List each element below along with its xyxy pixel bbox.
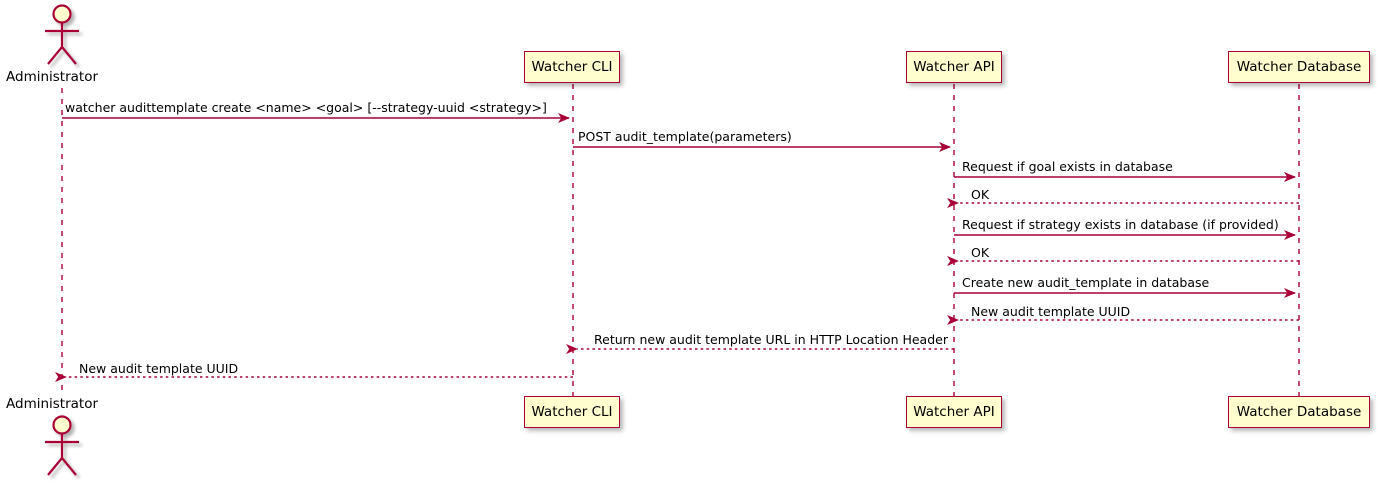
participant-label-watcher-cli-bottom: Watcher CLI [531, 404, 613, 420]
participant-box-watcher-cli-top[interactable]: Watcher CLI [524, 51, 620, 83]
message-label-3-text: Request if goal exists in database [962, 159, 1173, 174]
participant-box-watcher-api-bottom[interactable]: Watcher API [906, 396, 1002, 428]
actor-label-administrator-bottom-text: Administrator [6, 396, 99, 412]
participant-label-watcher-cli-top: Watcher CLI [531, 59, 613, 75]
participant-box-watcher-database-top[interactable]: Watcher Database [1228, 51, 1370, 83]
message-label-3: Request if goal exists in database [962, 159, 1173, 174]
message-label-8: New audit template UUID [971, 304, 1131, 319]
message-label-10-text: New audit template UUID [79, 361, 239, 376]
message-label-6-text: OK [971, 245, 990, 260]
message-label-9: Return new audit template URL in HTTP Lo… [594, 332, 948, 347]
participant-label-watcher-api-bottom: Watcher API [913, 404, 995, 420]
participant-label-watcher-api-top: Watcher API [913, 59, 995, 75]
message-label-1-text: watcher audittemplate create <name> <goa… [65, 100, 547, 115]
message-label-2: POST audit_template(parameters) [578, 129, 792, 144]
participant-box-watcher-cli-bottom[interactable]: Watcher CLI [524, 396, 620, 428]
message-label-9-text: Return new audit template URL in HTTP Lo… [594, 332, 948, 347]
participant-label-watcher-database-bottom: Watcher Database [1236, 404, 1362, 420]
message-label-4: OK [971, 187, 990, 202]
message-label-7-text: Create new audit_template in database [962, 275, 1210, 290]
actor-label-administrator-bottom: Administrator [6, 396, 98, 412]
participant-box-watcher-database-bottom[interactable]: Watcher Database [1228, 396, 1370, 428]
message-label-10: New audit template UUID [79, 361, 239, 376]
actor-administrator-top [45, 4, 79, 65]
participant-label-watcher-database-top: Watcher Database [1236, 59, 1362, 75]
message-label-6: OK [971, 245, 990, 260]
message-label-8-text: New audit template UUID [971, 304, 1131, 319]
message-label-7: Create new audit_template in database [962, 275, 1210, 290]
message-label-1: watcher audittemplate create <name> <goa… [65, 100, 547, 115]
actor-label-administrator-top-text: Administrator [6, 69, 99, 85]
message-arrows [55, 113, 1299, 382]
actor-label-administrator-top: Administrator [6, 69, 98, 85]
actor-administrator-bottom [45, 415, 79, 476]
message-label-5-text: Request if strategy exists in database (… [962, 217, 1279, 232]
participant-box-watcher-api-top[interactable]: Watcher API [906, 51, 1002, 83]
message-label-2-text: POST audit_template(parameters) [578, 129, 792, 144]
message-label-5: Request if strategy exists in database (… [962, 217, 1279, 232]
lifelines [61, 84, 1300, 396]
message-label-4-text: OK [971, 187, 990, 202]
